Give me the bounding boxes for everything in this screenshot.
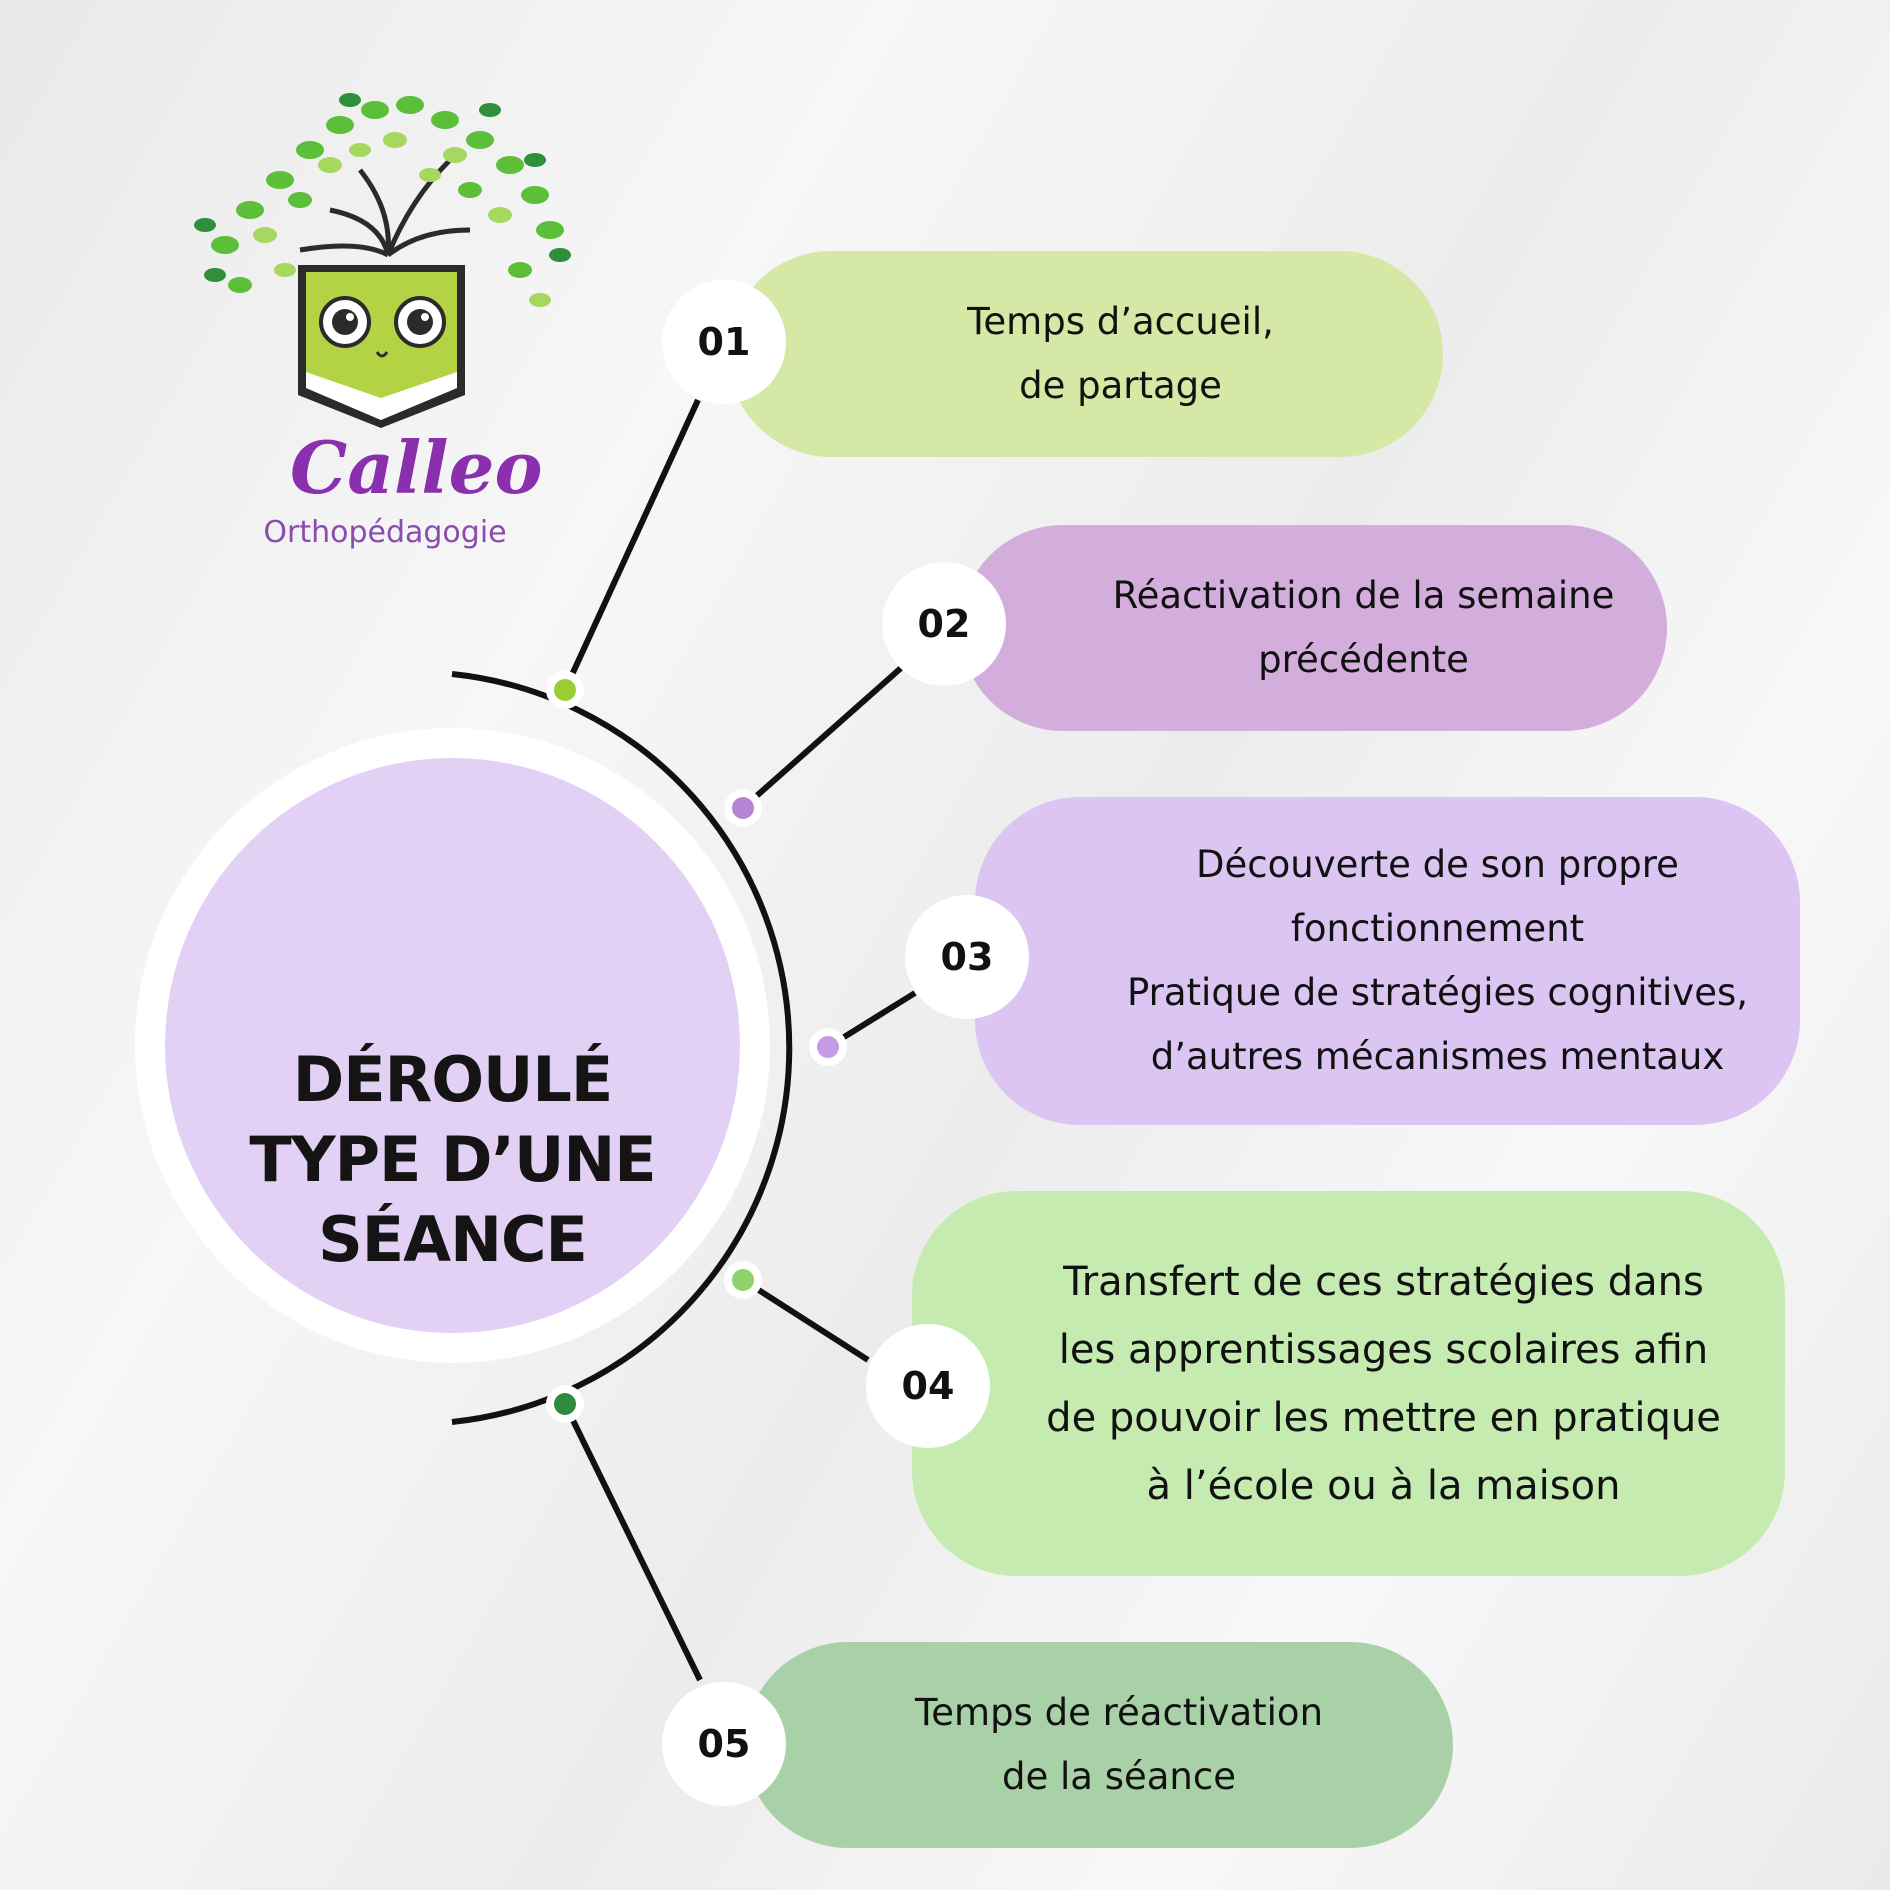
arc-dot-05-fill: [554, 1393, 576, 1415]
arc-dot-02-fill: [732, 797, 754, 819]
arc-dot-01-fill: [554, 679, 576, 701]
step-pill-01: Temps d’accueil, de partage: [728, 251, 1443, 457]
logo-subtitle: Orthopédagogie: [263, 515, 507, 550]
center-circle: [165, 758, 740, 1333]
connector-line-02: [741, 665, 903, 811]
step-number-05: 05: [662, 1682, 786, 1806]
center-title: DÉROULÉ TYPE D’UNE SÉANCE: [165, 1040, 740, 1280]
step-pill-02: Réactivation de la semaine précédente: [960, 525, 1667, 731]
connector-line-01: [562, 398, 701, 692]
step-text-04: Transfert de ces stratégies dans les app…: [1046, 1258, 1721, 1509]
step-text-02: Réactivation de la semaine précédente: [1112, 574, 1615, 681]
arc-dot-04-fill: [732, 1269, 754, 1291]
step-number-04: 04: [866, 1324, 990, 1448]
logo-tree-icon: [194, 93, 571, 428]
step-text-01: Temps d’accueil, de partage: [967, 300, 1274, 407]
arc-dots: [546, 671, 847, 1423]
step-text-03: Découverte de son propre fonctionnement …: [1127, 843, 1748, 1078]
step-number-03: 03: [905, 895, 1029, 1019]
step-pill-05: Temps de réactivation de la séance: [745, 1642, 1453, 1848]
step-text-05: Temps de réactivation de la séance: [914, 1691, 1324, 1798]
step-pill-03: Découverte de son propre fonctionnement …: [975, 797, 1800, 1125]
logo-wordmark: Calleo: [290, 425, 543, 510]
step-number-02: 02: [882, 562, 1006, 686]
connector-arc: [451, 671, 793, 1425]
connector-line-04: [741, 1277, 870, 1363]
center-title-line: DÉROULÉ: [292, 1043, 613, 1116]
step-pill-04: Transfert de ces stratégies dans les app…: [912, 1191, 1785, 1576]
arc-dot-03-fill: [817, 1036, 839, 1058]
step-number-01: 01: [662, 280, 786, 404]
connector-line-05: [562, 1402, 703, 1682]
center-title-line: SÉANCE: [318, 1203, 588, 1276]
center-title-line: TYPE D’UNE: [249, 1123, 656, 1196]
